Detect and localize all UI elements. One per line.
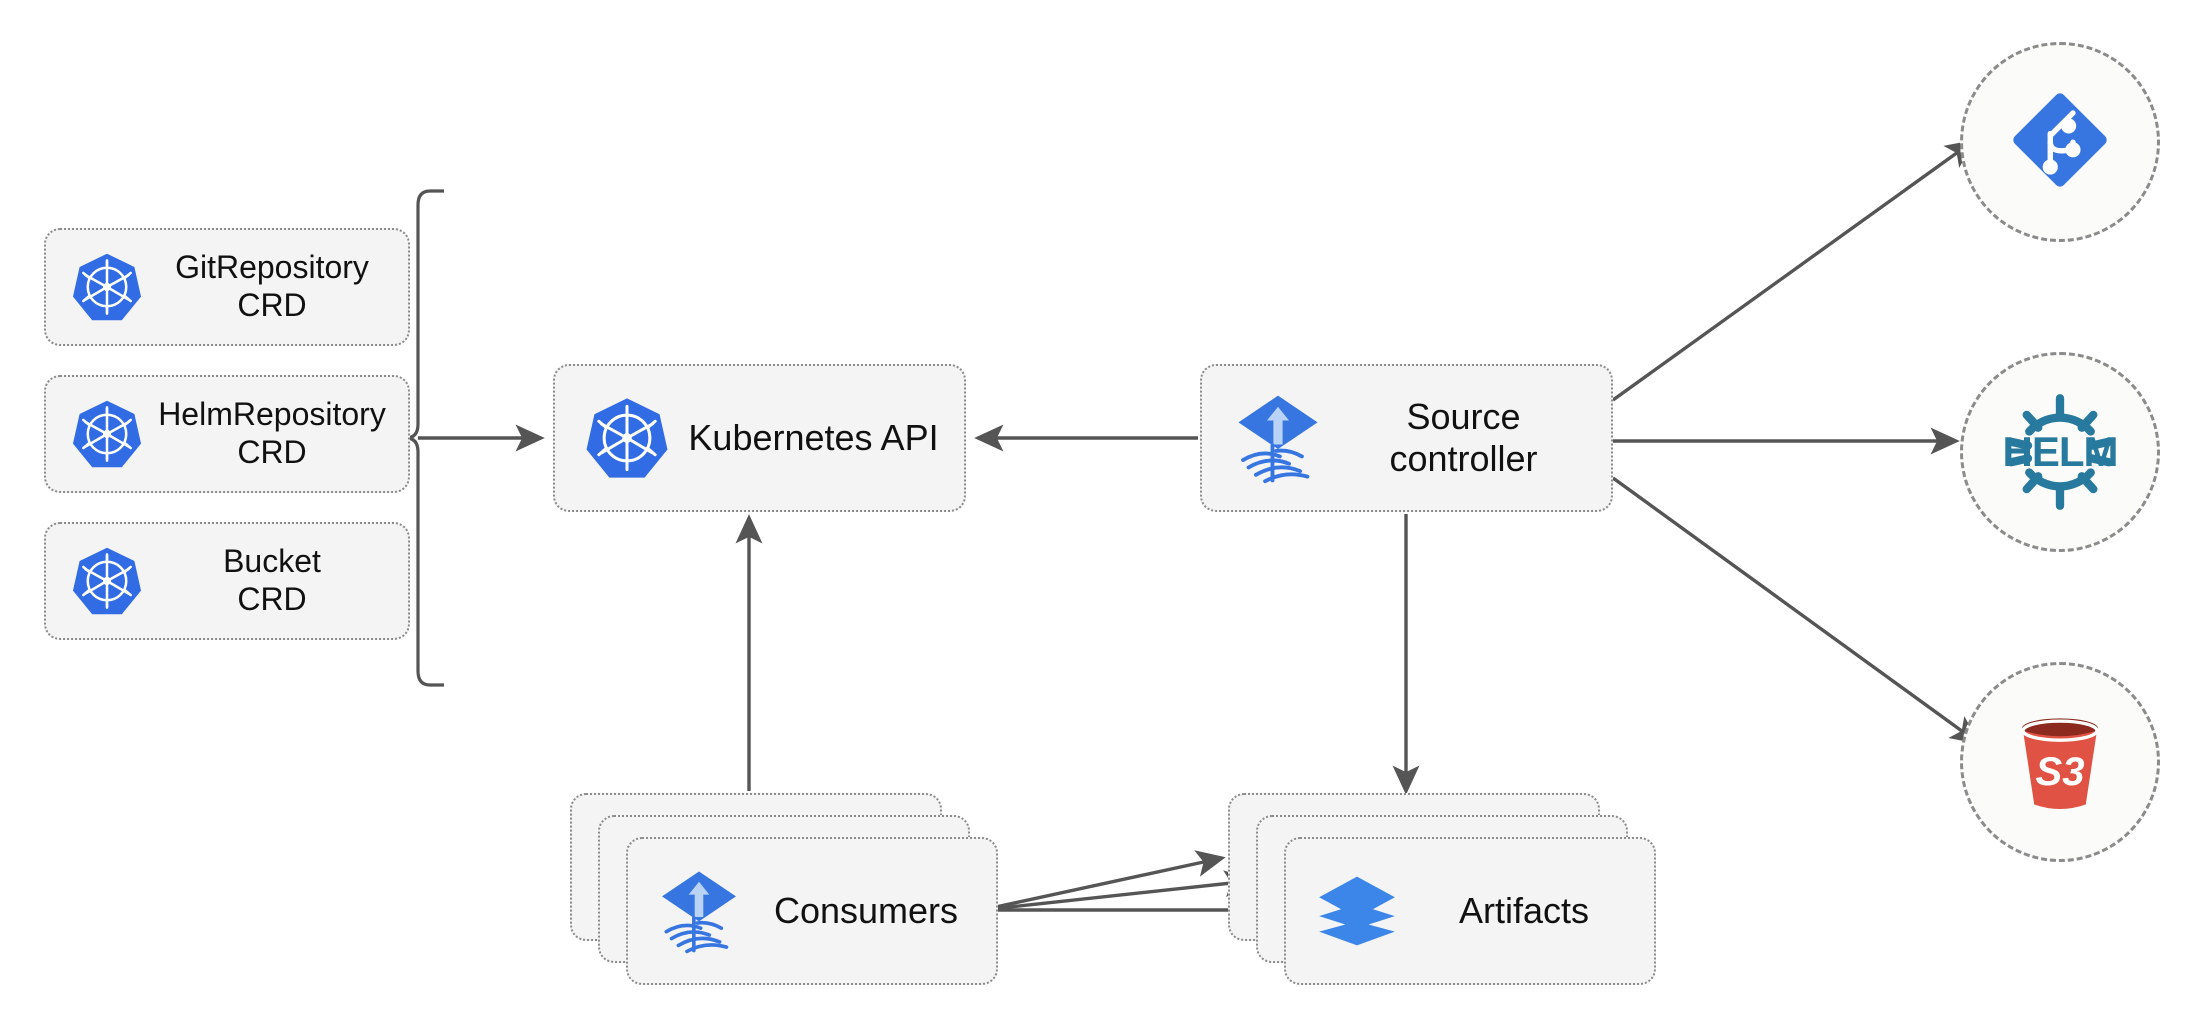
- kubernetes-icon: [583, 394, 671, 482]
- s3-label: S3: [2035, 749, 2085, 794]
- edge-consumers-to-artifacts-1: [981, 850, 1226, 912]
- crd-label: GitRepository CRD: [175, 249, 369, 323]
- node-kubernetes-api[interactable]: Kubernetes API: [553, 364, 966, 512]
- crd-group-brace: [405, 189, 444, 687]
- kubernetes-icon: [70, 397, 144, 471]
- edge-source-controller-to-git: [1612, 139, 1976, 402]
- crd-card-bucket[interactable]: Bucket CRD: [44, 522, 410, 640]
- node-consumers[interactable]: Consumers: [570, 793, 998, 985]
- crd-card-gitrepository[interactable]: GitRepository CRD: [44, 228, 410, 346]
- kubernetes-icon: [70, 544, 144, 618]
- external-system-s3[interactable]: S3: [1960, 662, 2160, 862]
- kubernetes-icon: [70, 250, 144, 324]
- node-label: Artifacts: [1458, 889, 1590, 931]
- helm-label: HELM: [2002, 428, 2119, 475]
- helm-icon: HELM: [1996, 388, 2124, 516]
- crd-card-helmrepository[interactable]: HelmRepository CRD: [44, 375, 410, 493]
- node-artifacts[interactable]: Artifacts: [1228, 793, 1656, 985]
- artifacts-stack-layer-front[interactable]: Artifacts: [1284, 837, 1656, 985]
- crd-label: Bucket CRD: [223, 543, 321, 617]
- node-label: Consumers: [773, 889, 959, 931]
- node-label: Kubernetes API: [688, 416, 939, 458]
- edge-source-controller-to-s3: [1612, 476, 1981, 745]
- consumers-stack-layer-front[interactable]: Consumers: [626, 837, 998, 985]
- node-source-controller[interactable]: Source controller: [1200, 364, 1613, 512]
- layers-icon: [1314, 868, 1400, 954]
- edge-consumers-to-artifacts-2: [981, 870, 1254, 912]
- external-system-git[interactable]: [1960, 42, 2160, 242]
- s3-bucket-icon: S3: [2004, 706, 2116, 818]
- crd-label: HelmRepository CRD: [158, 396, 386, 470]
- git-icon: [2006, 86, 2114, 199]
- node-label: Source controller: [1389, 395, 1538, 479]
- external-system-helm[interactable]: HELM: [1960, 352, 2160, 552]
- flux-icon: [1232, 392, 1324, 484]
- flux-icon: [656, 868, 742, 954]
